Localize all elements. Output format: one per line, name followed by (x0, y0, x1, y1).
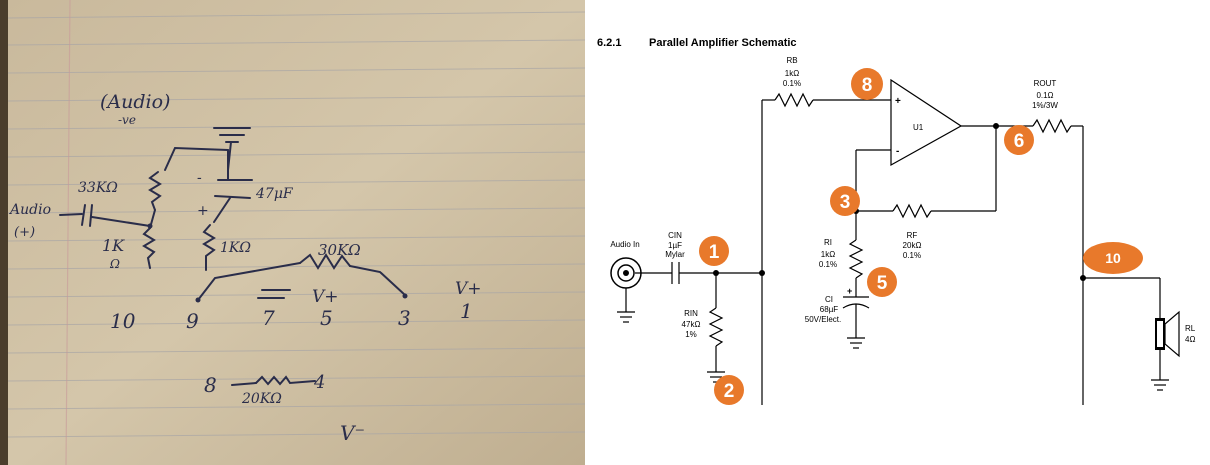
marker-5-text: 5 (877, 273, 888, 294)
pin-9-label: 9 (186, 309, 199, 333)
r30k-label: 30KΩ (318, 241, 361, 259)
marker-8-circle (851, 68, 883, 100)
ci-value: 68µF (820, 305, 839, 314)
marker-3-text: 3 (840, 192, 851, 213)
marker-3-circle (830, 186, 860, 216)
marker-2-text: 2 (724, 381, 735, 402)
rb-tolerance: 0.1% (783, 79, 801, 88)
ink-node-dot (147, 223, 153, 229)
vplus-pin1-label: V+ (455, 279, 482, 299)
ruled-lines (7, 11, 585, 438)
opamp-minus: - (896, 146, 899, 157)
amplifier-schematic: 6.2.1 Parallel Amplifier Schematic (585, 0, 1210, 465)
ink-circuit (59, 127, 406, 386)
cap47-label: 47μF (255, 186, 294, 202)
cin-name: CIN (668, 231, 682, 240)
marker-1: 1 (699, 236, 729, 266)
ri-tolerance: 0.1% (819, 260, 837, 269)
marker-10-ellipse (1083, 242, 1143, 274)
r33k-label: 33KΩ (78, 180, 118, 196)
ci-type: 50V/Elect. (805, 315, 841, 324)
marker-2: 2 (714, 375, 744, 405)
cin-type: Mylar (665, 250, 685, 259)
pin-4-label: 4 (313, 372, 325, 393)
marker-1-text: 1 (709, 242, 720, 263)
junction-dot (759, 270, 765, 276)
cap-minus-label: - (197, 170, 202, 186)
rl-name: RL (1185, 324, 1196, 333)
audio-neg-label: (Audio) (100, 91, 170, 113)
rl-value: 4Ω (1185, 335, 1195, 344)
pin-1-label: 1 (460, 299, 473, 323)
audio-in-label: Audio In (610, 240, 639, 249)
rout-name: ROUT (1034, 79, 1057, 88)
rin-tolerance: 1% (685, 330, 697, 339)
marker-1-circle (699, 236, 729, 266)
opamp-plus: + (895, 96, 901, 107)
schematic-drawing: 6.2.1 Parallel Amplifier Schematic (597, 37, 1196, 405)
rf-name: RF (907, 231, 918, 240)
marker-8-text: 8 (862, 75, 873, 96)
ri-value: 1kΩ (821, 250, 835, 259)
junction-dots (713, 123, 1086, 281)
audio-pos-label: Audio (8, 202, 51, 218)
junction-dot (993, 123, 999, 129)
section-number: 6.2.1 (597, 37, 621, 49)
audio-in-jack (610, 257, 642, 289)
marker-6-text: 6 (1014, 131, 1025, 152)
r1k-mid-label: 1KΩ (220, 240, 251, 256)
rin-value: 47kΩ (682, 320, 701, 329)
vminus-label: V⁻ (340, 421, 365, 445)
paper-sheet (8, 0, 585, 465)
ink-node-dot (195, 297, 201, 303)
ri-name: RI (824, 238, 832, 247)
pin-3-label: 3 (398, 306, 411, 330)
marker-6: 6 (1004, 125, 1034, 155)
marker-5-circle (867, 267, 897, 297)
ink-node-dot (402, 293, 408, 299)
rf-tolerance: 0.1% (903, 251, 921, 260)
marker-5: 5 (867, 267, 897, 297)
vplus-pin5-label: V+ (312, 287, 339, 307)
rout-tolerance: 1%/3W (1032, 101, 1058, 110)
audio-pos-sub-label: (+) (14, 225, 35, 240)
rin-name: RIN (684, 309, 698, 318)
rb-name: RB (786, 56, 797, 65)
marker-8: 8 (851, 68, 883, 100)
cap-plus-label: + (197, 203, 209, 219)
pin-8-label: 8 (204, 373, 217, 397)
marker-10: 10 (1083, 242, 1143, 274)
margin-line (65, 0, 71, 465)
ci-name: CI (825, 295, 833, 304)
ci-plus: + (847, 286, 852, 296)
marker-3: 3 (830, 186, 860, 216)
speaker-rl (1155, 310, 1180, 358)
rb-value: 1kΩ (785, 69, 799, 78)
pin-5-label: 5 (320, 306, 333, 330)
pin-7-label: 7 (262, 306, 275, 330)
r1k-left-unit-label: Ω (109, 257, 120, 271)
handwritten-notes-photo: (Audio) -ve 33KΩ Audio (+) 1K Ω 47μF + -… (0, 0, 585, 465)
schematic-title: Parallel Amplifier Schematic (649, 37, 797, 49)
handwritten-notes-drawing: (Audio) -ve 33KΩ Audio (+) 1K Ω 47μF + -… (0, 0, 585, 465)
audio-neg-sub-label: -ve (118, 113, 136, 127)
ink-node-dots (147, 223, 408, 303)
pin-10-label: 10 (110, 309, 136, 333)
rf-value: 20kΩ (903, 241, 922, 250)
junction-dot (1080, 275, 1086, 281)
u1-label: U1 (913, 123, 924, 132)
junction-dot (713, 270, 719, 276)
wiring (617, 78, 1169, 405)
r20k-label: 20KΩ (241, 391, 282, 407)
r1k-left-label: 1K (102, 236, 125, 255)
cin-value: 1µF (668, 241, 682, 250)
marker-2-circle (714, 375, 744, 405)
rout-value: 0.1Ω (1036, 91, 1053, 100)
marker-6-circle (1004, 125, 1034, 155)
marker-10-text: 10 (1105, 250, 1121, 266)
